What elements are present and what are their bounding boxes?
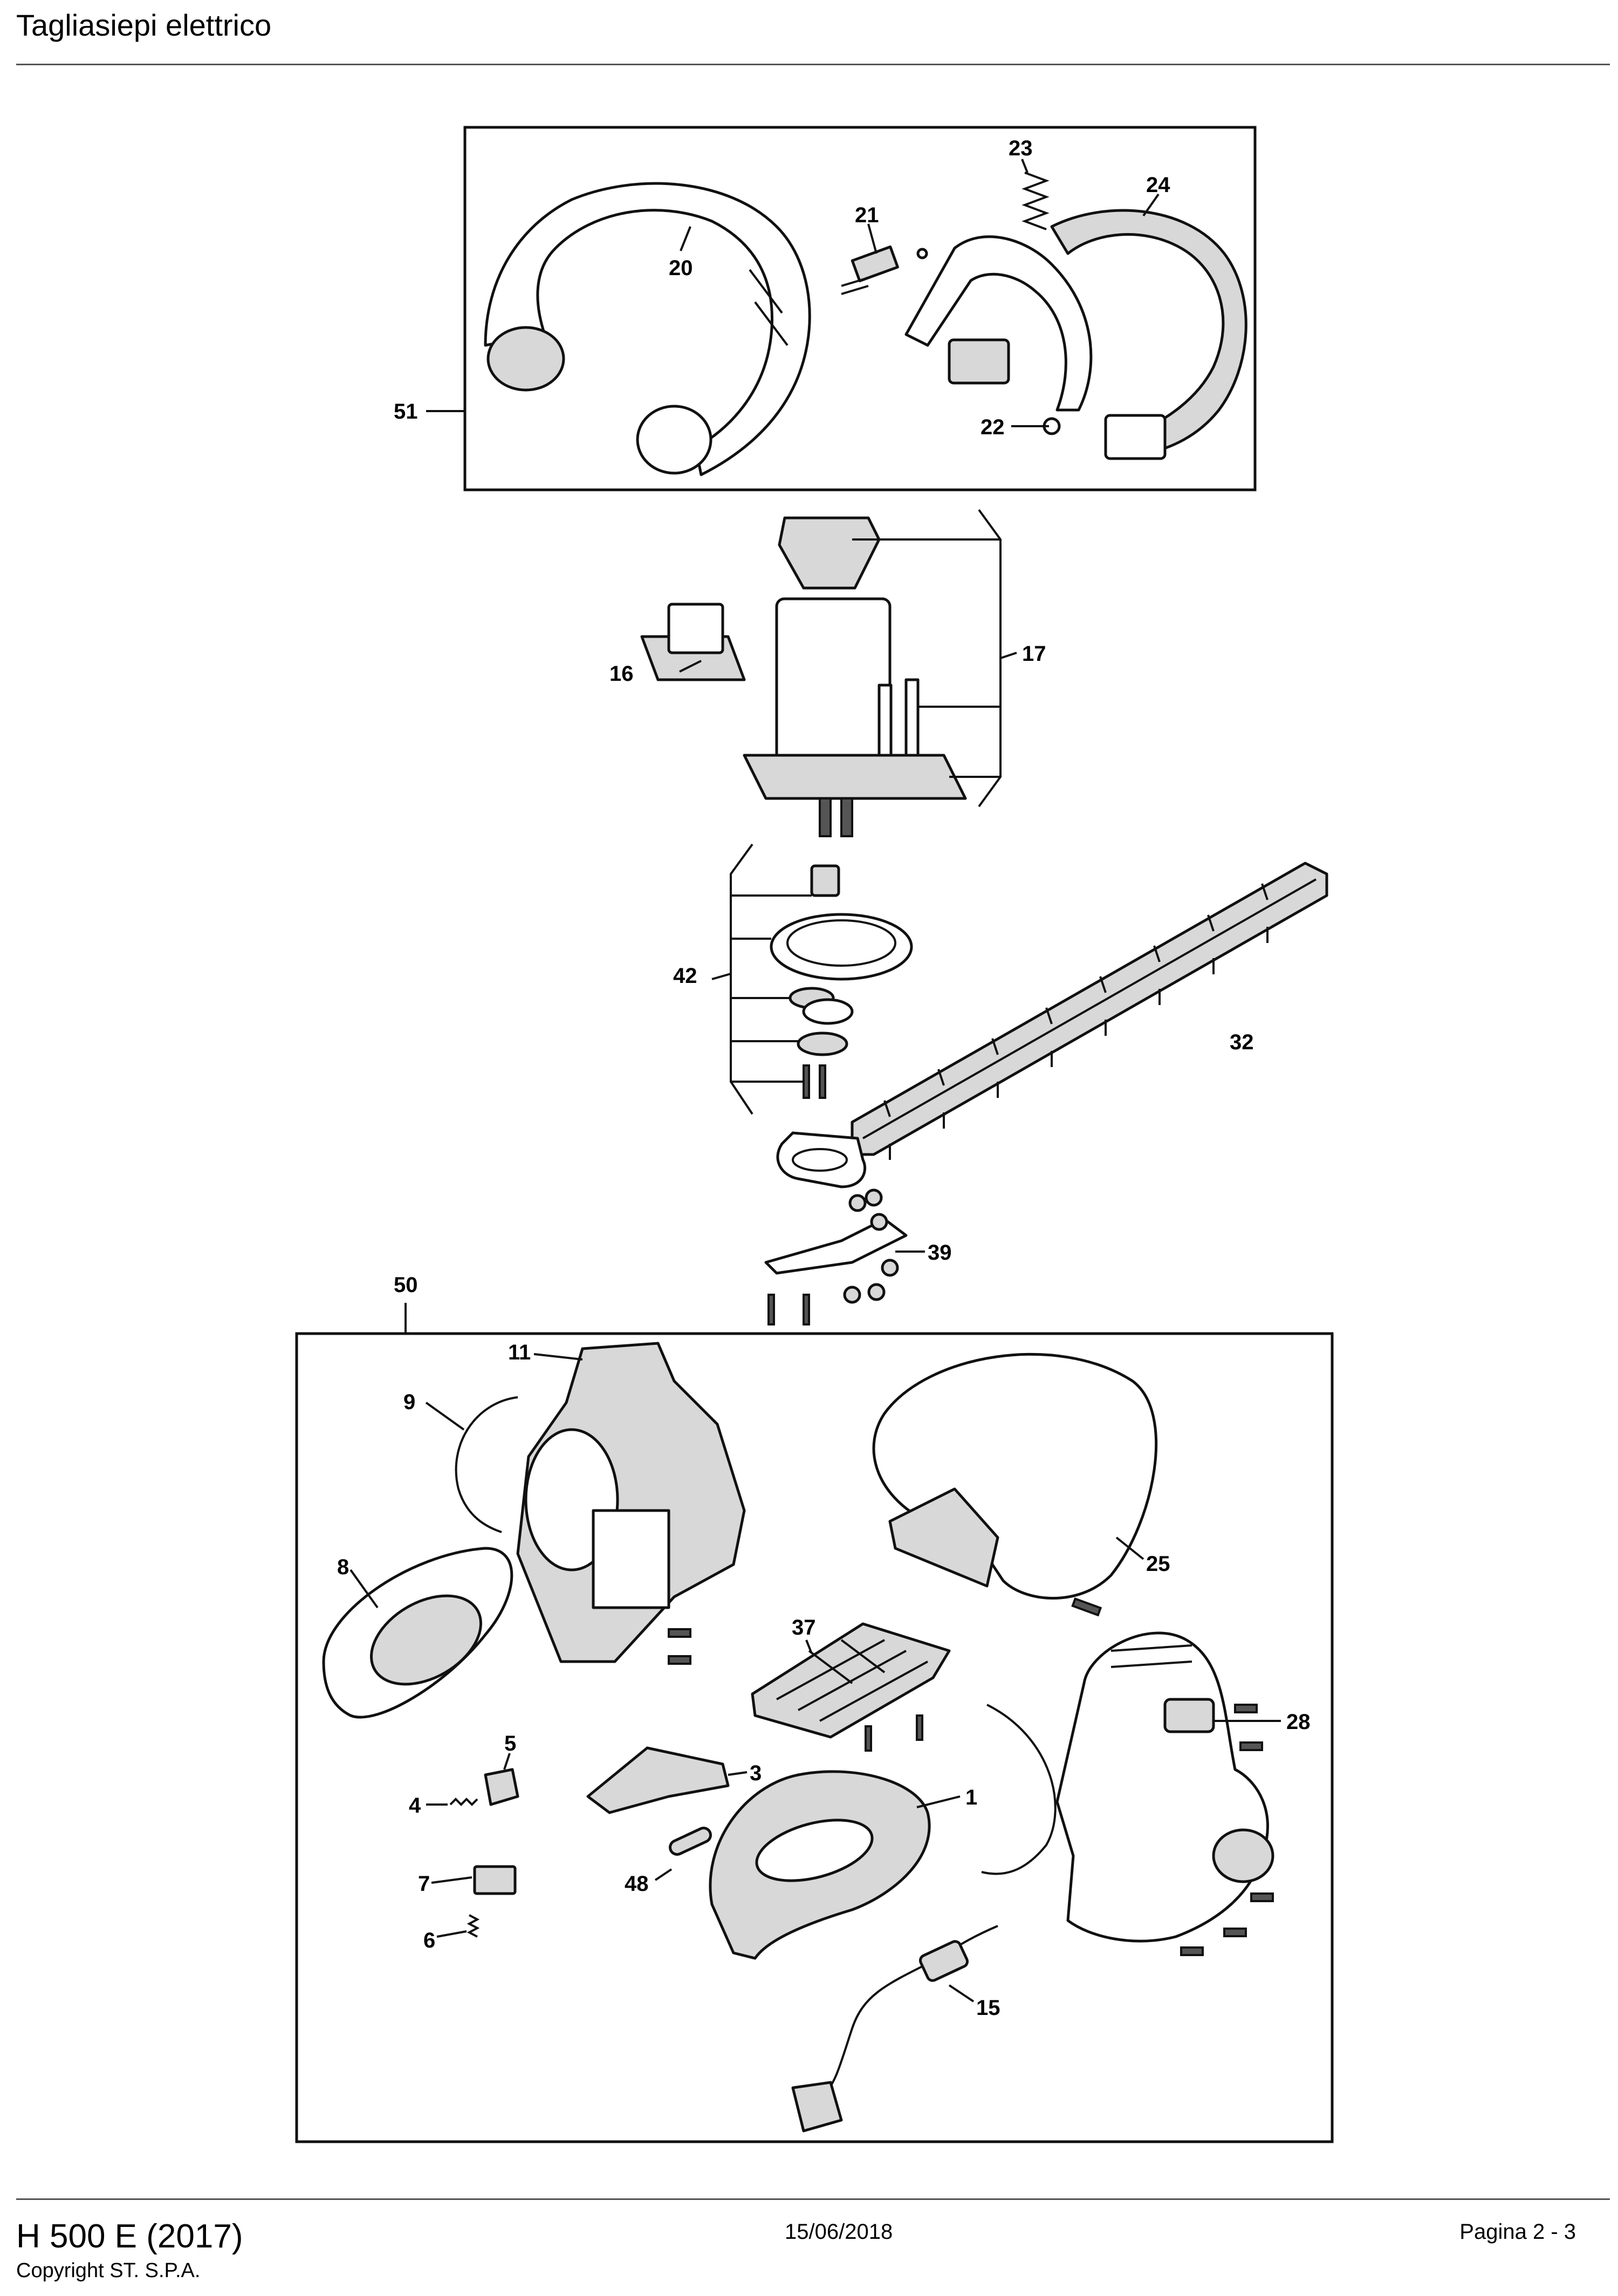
part-37-base-plate <box>751 1622 951 1752</box>
header-divider <box>16 64 1610 65</box>
part-28-rear-housing <box>1055 1631 1281 1943</box>
part-5-lock-button <box>484 1753 519 1806</box>
part-21-switch <box>841 245 928 295</box>
label-20: 20 <box>669 256 693 280</box>
part-22-handle-half <box>904 235 1093 435</box>
part-7-microswitch <box>431 1865 517 1895</box>
bracket-42 <box>711 843 812 1115</box>
footer-divider <box>16 2198 1610 2200</box>
label-15: 15 <box>976 1996 1000 2020</box>
label-9: 9 <box>403 1390 415 1414</box>
label-32: 32 <box>1230 1030 1254 1054</box>
part-9-retaining-ring <box>425 1396 518 1533</box>
label-16: 16 <box>609 662 634 686</box>
label-25: 25 <box>1146 1552 1170 1576</box>
label-11: 11 <box>508 1341 531 1364</box>
part-4-spring <box>426 1798 478 1806</box>
label-7: 7 <box>418 1872 430 1896</box>
part-17-motor-assembly <box>743 516 967 837</box>
part-23-spring <box>1021 172 1050 230</box>
part-24-handle-shell <box>1050 209 1247 460</box>
document-date: 15/06/2018 <box>785 2220 893 2244</box>
label-28: 28 <box>1286 1710 1311 1734</box>
part-ring-rear <box>981 1704 1057 1875</box>
label-48: 48 <box>625 1872 649 1896</box>
label-37: 37 <box>792 1616 816 1639</box>
part-48-pin <box>654 1827 712 1881</box>
part-20-front-handle <box>484 182 811 476</box>
label-6: 6 <box>423 1929 435 1952</box>
part-39-blade-bracket <box>764 1188 925 1325</box>
part-32-cutting-blade <box>776 862 1328 1188</box>
copyright: Copyright ST. S.P.A. <box>16 2259 201 2282</box>
part-3-trigger <box>586 1746 748 1814</box>
label-21: 21 <box>855 203 879 227</box>
part-11-housing-half <box>516 1342 746 1663</box>
part-16-capacitor <box>640 603 746 681</box>
label-17: 17 <box>1022 642 1046 666</box>
label-39: 39 <box>928 1241 952 1265</box>
label-8: 8 <box>337 1555 349 1579</box>
part-labels: 51 20 21 23 24 22 17 16 42 32 39 50 11 9… <box>337 136 1311 2020</box>
page-number: Pagina 2 - 3 <box>1459 2220 1576 2244</box>
model-name: H 500 E (2017) <box>16 2218 243 2255</box>
label-23: 23 <box>1009 136 1033 160</box>
label-4: 4 <box>409 1794 421 1817</box>
part-6-spring <box>436 1914 480 1938</box>
part-42-gear-set <box>770 864 913 1099</box>
assembly-box-51 <box>463 126 1257 491</box>
label-3: 3 <box>750 1761 762 1785</box>
label-42: 42 <box>673 964 697 988</box>
part-8-side-cover <box>322 1547 513 1719</box>
label-22: 22 <box>981 415 1005 439</box>
leader-lines-51 <box>426 159 1160 427</box>
page-title: Tagliasiepi elettrico <box>16 8 272 42</box>
label-51: 51 <box>394 400 418 423</box>
label-1: 1 <box>965 1786 977 1809</box>
assembly-box-50 <box>295 1303 1334 2143</box>
part-1-rear-handle <box>709 1770 961 1960</box>
label-5: 5 <box>504 1732 516 1755</box>
bracket-17 <box>679 509 1017 808</box>
label-24: 24 <box>1146 173 1170 197</box>
housing-screws <box>668 1628 1274 1956</box>
label-50: 50 <box>394 1273 418 1297</box>
part-25-hand-guard <box>872 1352 1158 1617</box>
part-15-power-cord <box>791 1925 998 2133</box>
